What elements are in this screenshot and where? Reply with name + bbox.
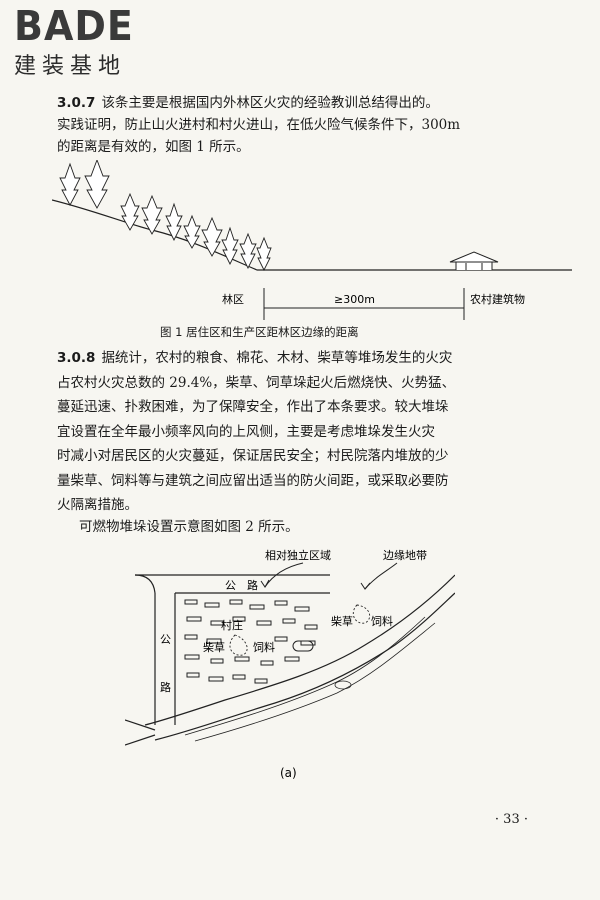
forest-label: 林区 [222, 292, 244, 306]
paragraph-line: 火隔离措施。 [57, 497, 138, 513]
figure-2-stack-layout: 相对独立区域 边缘地带 公 路 公 路 村庄 柴草 饲料 柴草 饲料 (a) [125, 548, 455, 780]
logo-subtitle: 建装基地 [14, 54, 127, 79]
paragraph-line: 实践证明，防止山火进村和村火进山，在低火险气候条件下，300m [57, 117, 461, 133]
page-number: · 33 · [494, 812, 528, 827]
paragraph-line: 蔓延迅速、扑救困难，为了保障安全，作出了本条要求。较大堆垛 [57, 399, 449, 415]
figure-1-caption: 图 1 居住区和生产区距林区边缘的距离 [160, 325, 359, 339]
paragraph-line: 的距离是有效的，如图 1 所示。 [57, 139, 250, 155]
straw-label-right: 柴草 [331, 614, 353, 628]
village-building-label: 农村建筑物 [470, 292, 525, 306]
section-3-0-7: 3.0.7 该条主要是根据国内外林区火灾的经验教训总结得出的。 实践证明，防止山火… [57, 92, 562, 158]
section-number: 3.0.7 [57, 95, 96, 111]
logo-wordmark: BADE [14, 2, 134, 50]
straw-label-left: 柴草 [203, 640, 225, 654]
road-top-label: 公 路 [225, 579, 258, 592]
village-label: 村庄 [221, 618, 243, 632]
figure-2-subcaption: (a) [280, 766, 297, 780]
paragraph-line: 据统计，农村的粮食、棉花、木材、柴草等堆场发生的火灾 [101, 350, 453, 366]
paragraph-line: 宜设置在全年最小频率风向的上风侧，主要是考虑堆垛发生火灾 [57, 423, 435, 440]
paragraph-line: 占农村火灾总数的 29.4%，柴草、饲草垛起火后燃烧快、火势猛、 [57, 374, 456, 391]
paragraph-line: 该条主要是根据国内外林区火灾的经验教训总结得出的。 [101, 95, 439, 111]
section-3-0-8: 3.0.8 据统计，农村的粮食、棉花、木材、柴草等堆场发生的火灾 占农村火灾总数的… [57, 346, 562, 518]
logo: BADE 建装基地 [14, 2, 184, 80]
road-left-label-2: 路 [160, 681, 171, 694]
section-number: 3.0.8 [57, 350, 96, 366]
road-left-label-1: 公 [160, 633, 171, 646]
distance-label: ≥300m [334, 293, 375, 306]
paragraph-line: 量柴草、饲料等与建筑之间应留出适当的防火间距，或采取必要防 [57, 472, 449, 489]
edge-zone-label: 边缘地带 [383, 549, 427, 562]
fodder-label-left: 饲料 [253, 640, 275, 654]
fodder-label-right: 饲料 [371, 614, 393, 628]
independent-area-label: 相对独立区域 [265, 548, 331, 562]
paragraph-line: 时减小对居民区的火灾蔓延，保证居民安全；村民院落内堆放的少 [57, 448, 449, 464]
figure-2-intro: 可燃物堆垛设置示意图如图 2 所示。 [79, 519, 299, 535]
figure-1-forest-distance: 林区 ≥300m 农村建筑物 [52, 160, 572, 320]
